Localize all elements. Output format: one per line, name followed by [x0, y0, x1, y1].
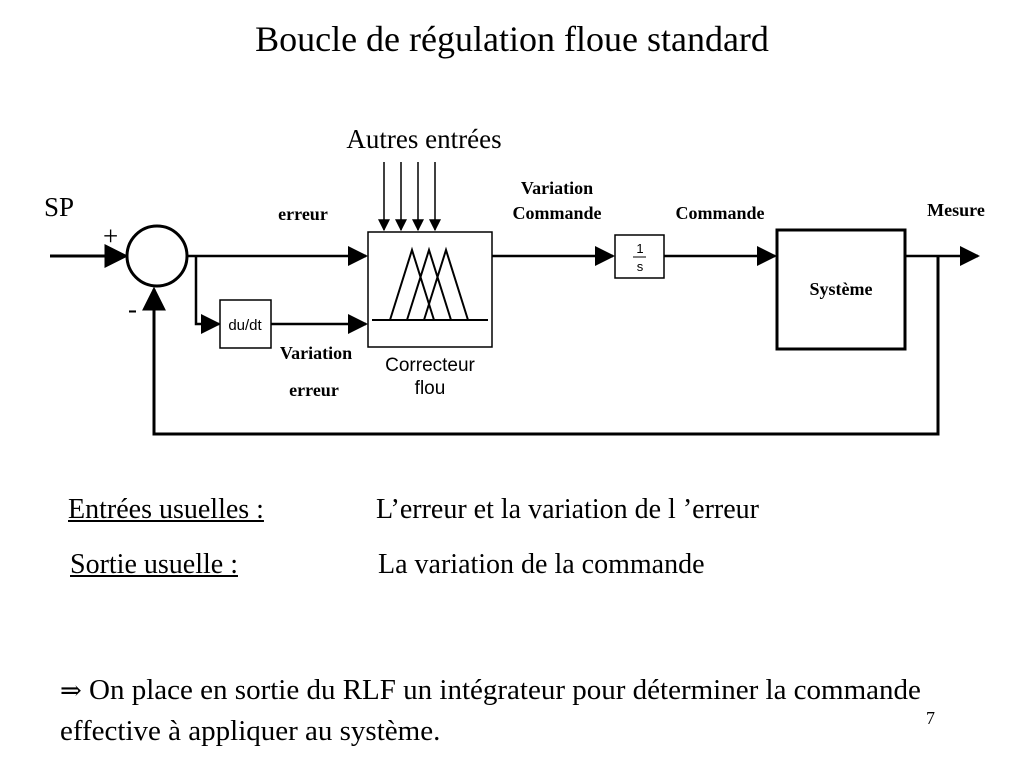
minus-sign: -	[128, 294, 137, 324]
system-label: Système	[810, 279, 873, 299]
page-number: 7	[926, 708, 935, 728]
implies-arrow-icon: ⇒	[60, 676, 82, 706]
error-variation-label-2: erreur	[289, 380, 339, 400]
conclusion-body: On place en sortie du RLF un intégrateur…	[60, 674, 921, 747]
error-label: erreur	[278, 204, 328, 224]
error-variation-label-1: Variation	[280, 343, 352, 363]
usual-output-term: Sortie usuelle :	[70, 549, 238, 580]
usual-output-value: La variation de la commande	[378, 549, 705, 580]
conclusion-text: ⇒ On place en sortie du RLF un intégrate…	[60, 670, 940, 751]
usual-inputs-term: Entrées usuelles :	[68, 494, 264, 525]
summing-junction	[125, 224, 189, 288]
membership-function-2	[406, 246, 452, 321]
measurement-label: Mesure	[927, 200, 985, 220]
derivative-block-label: du/dt	[228, 317, 262, 334]
membership-function-3	[423, 246, 469, 321]
page-title: Boucle de régulation floue standard	[255, 19, 769, 59]
usual-inputs-value: L’erreur et la variation de l ’erreur	[376, 494, 759, 525]
membership-function-1	[389, 246, 435, 321]
integrator-denominator: s	[637, 259, 644, 274]
feedback-line	[142, 256, 940, 436]
fuzzy-controller-label-1: Correcteur	[385, 355, 475, 376]
fuzzy-controller-block	[367, 231, 493, 348]
derivative-branch-line	[194, 256, 221, 334]
setpoint-label: SP	[44, 192, 74, 222]
command-variation-label-2: Commande	[513, 203, 602, 223]
integrator-numerator: 1	[636, 241, 643, 256]
command-variation-label-1: Variation	[521, 178, 593, 198]
other-inputs-label: Autres entrées	[346, 124, 501, 154]
system-block	[775, 228, 907, 351]
command-label: Commande	[676, 203, 765, 223]
fuzzy-control-loop-diagram: Autres entrées SP + - erreur Variation C…	[44, 124, 985, 436]
plus-sign: +	[103, 221, 118, 251]
fuzzy-controller-label-2: flou	[415, 378, 446, 399]
